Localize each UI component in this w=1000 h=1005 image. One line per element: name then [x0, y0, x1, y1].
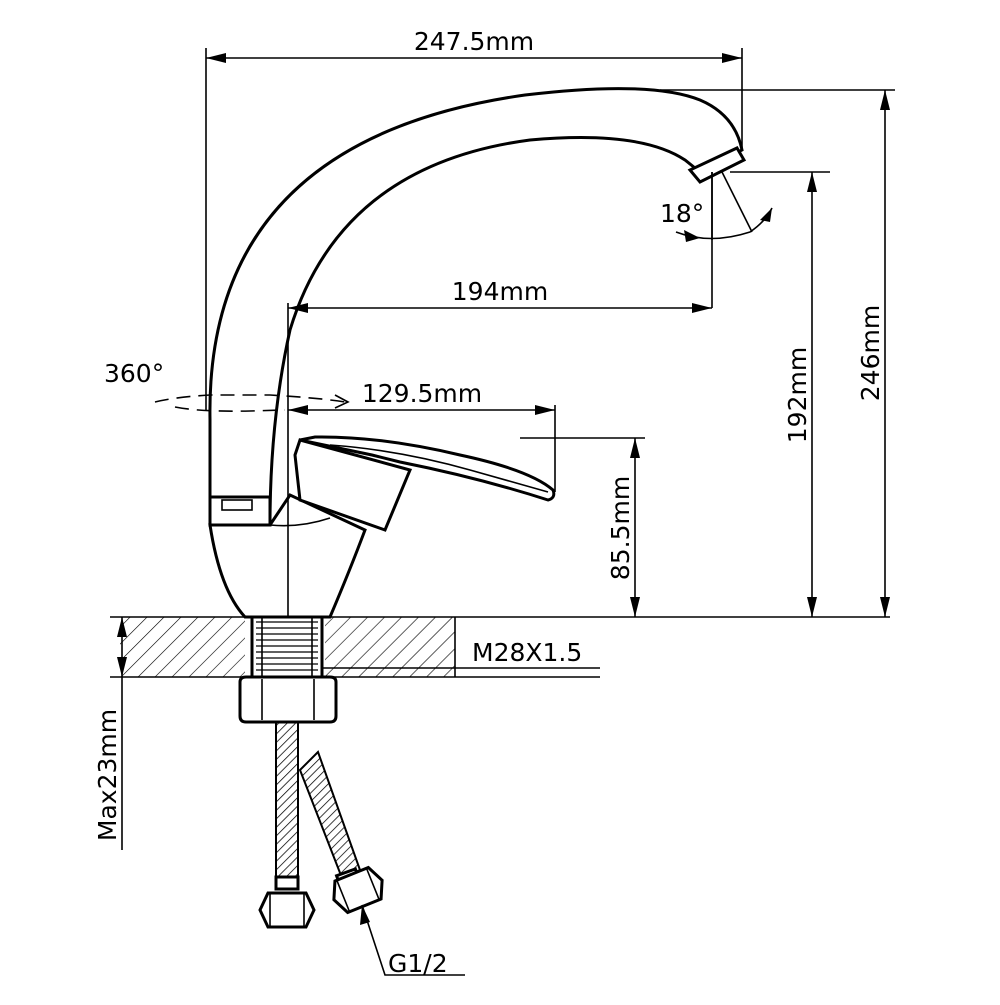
- dimension-max-thickness: Max23mm: [93, 617, 127, 850]
- mounting-nut: [238, 675, 338, 724]
- dimension-spout-height-label: 192mm: [783, 347, 812, 443]
- thread-label: M28X1.5: [472, 638, 582, 667]
- dimension-total-height-label: 246mm: [856, 305, 885, 401]
- tilt-angle-label: 18°: [660, 199, 704, 228]
- dimension-total-height: 246mm: [660, 89, 895, 617]
- countertop-section: [110, 616, 890, 678]
- dimension-max-thickness-label: Max23mm: [93, 709, 122, 841]
- dimension-spout-reach-label: 194mm: [452, 277, 548, 306]
- connector-label: G1/2: [388, 949, 448, 978]
- dimension-handle-reach-label: 129.5mm: [362, 379, 482, 408]
- dimension-base-height: 85.5mm: [520, 437, 645, 617]
- connector-callout: G1/2: [360, 904, 465, 978]
- supply-hoses: [258, 721, 384, 929]
- dimension-spout-reach: 194mm: [288, 172, 713, 313]
- threaded-shank: [250, 615, 324, 679]
- dimension-base-height-label: 85.5mm: [606, 476, 635, 580]
- dimension-spout-height: 192mm: [730, 171, 830, 617]
- rotation-indicator: 360°: [104, 359, 350, 412]
- thread-callout: M28X1.5: [322, 638, 600, 669]
- dimension-total-width: 247.5mm: [205, 27, 743, 410]
- dimension-handle-reach: 129.5mm: [288, 379, 556, 492]
- faucet-spout: [208, 87, 747, 527]
- lever-handle: [269, 435, 556, 532]
- tilt-angle-indicator: 18°: [660, 171, 773, 242]
- rotation-label: 360°: [104, 359, 164, 388]
- dimension-total-width-label: 247.5mm: [414, 27, 534, 56]
